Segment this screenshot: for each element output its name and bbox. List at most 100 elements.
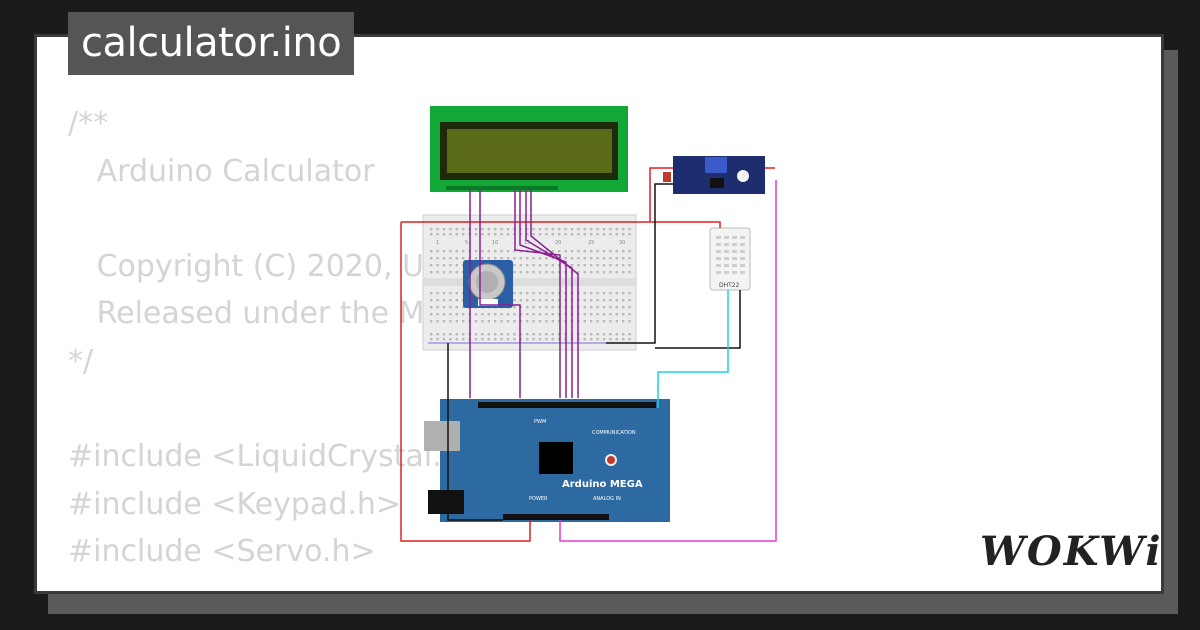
breadboard-hole [481, 228, 484, 231]
breadboard-hole [513, 264, 516, 267]
breadboard-hole [602, 264, 606, 267]
breadboard-hole [430, 264, 433, 267]
breadboard-hole [538, 333, 542, 336]
breadboard-hole [500, 257, 503, 260]
breadboard-hole [506, 313, 510, 316]
breadboard-number: 1 [436, 240, 439, 246]
breadboard-hole [474, 313, 478, 316]
breadboard-hole [519, 292, 522, 295]
breadboard-hole [538, 338, 542, 341]
breadboard-hole [449, 292, 452, 295]
breadboard-hole [558, 292, 561, 295]
breadboard-hole [558, 306, 561, 309]
breadboard-hole [487, 313, 490, 316]
breadboard-hole [526, 333, 529, 336]
sensor-vent [724, 236, 729, 239]
breadboard-hole [628, 333, 631, 336]
breadboard-hole [628, 338, 631, 341]
breadboard-hole [577, 257, 580, 260]
breadboard-hole [506, 250, 510, 253]
breadboard-hole [462, 233, 465, 236]
breadboard-hole [596, 228, 599, 231]
breadboard-hole [545, 271, 548, 274]
breadboard-hole [602, 338, 606, 341]
breadboard-hole [462, 228, 465, 231]
breadboard-hole [538, 320, 542, 323]
sensor-vent [716, 243, 721, 246]
code-line: Released under the M [68, 296, 425, 332]
breadboard-hole [462, 320, 465, 323]
breadboard-hole [628, 320, 631, 323]
breadboard-hole [519, 320, 522, 323]
sensor-vent [740, 243, 745, 246]
breadboard-hole [602, 233, 606, 236]
breadboard-hole [532, 271, 535, 274]
breadboard-hole [622, 233, 625, 236]
breadboard-hole [455, 292, 458, 295]
breadboard-hole [455, 320, 458, 323]
breadboard-hole [494, 257, 497, 260]
breadboard-hole [442, 299, 446, 302]
breadboard-hole [622, 333, 625, 336]
breadboard-hole [449, 333, 452, 336]
breadboard-number: 30 [619, 240, 625, 246]
breadboard-hole [449, 233, 452, 236]
breadboard-hole [615, 338, 618, 341]
breadboard-hole [519, 264, 522, 267]
breadboard-hole [500, 228, 503, 231]
breadboard-hole [532, 264, 535, 267]
breadboard-hole [622, 264, 625, 267]
breadboard-number: 25 [588, 240, 594, 246]
breadboard-hole [551, 271, 554, 274]
breadboard-hole [570, 264, 574, 267]
breadboard-hole [590, 228, 593, 231]
breadboard-hole [430, 333, 433, 336]
code-line: #include <LiquidCrystal.h [68, 439, 461, 475]
breadboard-hole [628, 306, 631, 309]
breadboard-hole [455, 338, 458, 341]
breadboard-hole [474, 250, 478, 253]
breadboard-hole [558, 228, 561, 231]
breadboard-hole [455, 257, 458, 260]
breadboard-hole [436, 333, 439, 336]
breadboard-hole [564, 257, 567, 260]
power-label: POWER [529, 496, 548, 502]
breadboard-hole [436, 233, 439, 236]
breadboard-hole [622, 306, 625, 309]
code-line: #include <Servo.h> [68, 534, 376, 570]
breadboard-hole [462, 333, 465, 336]
breadboard-hole [622, 257, 625, 260]
wires [400, 167, 777, 542]
breadboard-hole [481, 257, 484, 260]
breadboard-hole [551, 320, 554, 323]
breadboard-hole [455, 250, 458, 253]
code-line: */ [68, 343, 94, 379]
breadboard-hole [583, 233, 586, 236]
breadboard-hole [558, 320, 561, 323]
breadboard-hole [500, 338, 503, 341]
breadboard-hole [577, 264, 580, 267]
breadboard-hole [442, 306, 446, 309]
breadboard-hole [532, 250, 535, 253]
breadboard-hole [455, 271, 458, 274]
breadboard-hole [570, 257, 574, 260]
breadboard-hole [538, 257, 542, 260]
breadboard-hole [487, 250, 490, 253]
breadboard-hole [449, 257, 452, 260]
breadboard-hole [615, 271, 618, 274]
breadboard-hole [622, 313, 625, 316]
breadboard-hole [462, 313, 465, 316]
breadboard-hole [602, 333, 606, 336]
breadboard-hole [577, 271, 580, 274]
breadboard-hole [519, 338, 522, 341]
breadboard-hole [487, 333, 490, 336]
sensor-module [663, 156, 765, 194]
breadboard-hole [474, 233, 478, 236]
sensor-vent [732, 264, 737, 267]
sensor-vent [732, 236, 737, 239]
breadboard-hole [596, 264, 599, 267]
sensor-vent [716, 257, 721, 260]
breadboard-hole [538, 292, 542, 295]
breadboard-hole [609, 233, 612, 236]
breadboard-hole [545, 333, 548, 336]
